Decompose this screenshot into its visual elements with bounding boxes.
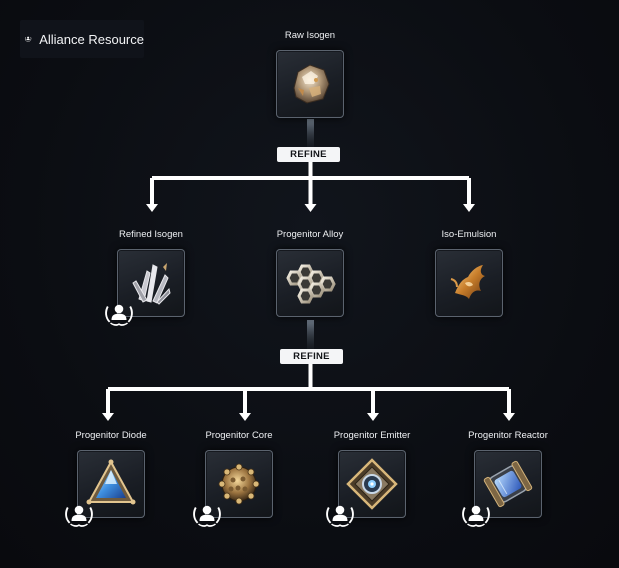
stem-progenitor-alloy [307,320,314,350]
progenitor-reactor-icon [483,460,533,508]
node-progenitor-core[interactable]: Progenitor Core [169,429,309,527]
node-refined-isogen[interactable]: Refined Isogen [81,228,221,326]
legend-label: Alliance Resource [39,31,144,47]
item-tile[interactable] [462,450,542,527]
item-tile[interactable] [105,249,185,326]
alliance-laurel-icon [462,505,490,527]
item-tile[interactable] [435,249,503,317]
item-tile[interactable] [193,450,273,527]
node-label: Progenitor Alloy [276,229,344,240]
node-iso-emulsion[interactable]: Iso-Emulsion [399,228,539,317]
arrow-progenitor-emitter [367,413,379,421]
alliance-laurel-icon [65,505,93,527]
progenitor-emitter-icon [346,458,398,510]
refine-badge-2: REFINE [280,349,343,364]
node-label: Progenitor Emitter [333,430,411,441]
node-label: Progenitor Core [205,430,273,441]
raw-isogen-icon [293,64,330,104]
item-tile[interactable] [276,50,344,118]
alliance-laurel-icon [193,505,221,527]
node-label: Progenitor Diode [75,430,147,441]
node-progenitor-alloy[interactable]: Progenitor Alloy [240,228,380,317]
node-label: Raw Isogen [284,30,336,41]
progenitor-core-icon [218,463,260,505]
node-label: Refined Isogen [119,229,183,240]
arrow-progenitor-core [239,413,251,421]
refined-isogen-icon [132,263,171,305]
node-label: Progenitor Reactor [468,430,548,441]
iso-emulsion-icon [450,265,485,299]
stem-raw-isogen [307,119,314,148]
node-progenitor-diode[interactable]: Progenitor Diode [41,429,181,527]
node-label: Iso-Emulsion [441,229,497,240]
arrow-refined-isogen [146,204,158,212]
item-tile[interactable] [276,249,344,317]
alliance-laurel-icon [326,505,354,527]
arrow-progenitor-diode [102,413,114,421]
connector-tier3 [106,363,511,416]
progenitor-diode-icon [86,459,136,505]
connector-tier2 [150,161,471,207]
node-progenitor-reactor[interactable]: Progenitor Reactor [438,429,578,527]
refine-badge-1: REFINE [277,147,340,162]
arrow-iso-emulsion [463,204,475,212]
node-progenitor-emitter[interactable]: Progenitor Emitter [302,429,442,527]
progenitor-alloy-icon [286,264,336,304]
alliance-laurel-icon [24,36,32,42]
arrow-progenitor-alloy [304,204,317,212]
arrow-progenitor-reactor [503,413,515,421]
item-tile[interactable] [65,450,145,527]
item-tile[interactable] [326,450,406,527]
alliance-laurel-icon [105,304,133,326]
alliance-resource-legend: Alliance Resource [20,20,144,58]
node-raw-isogen[interactable]: Raw Isogen [240,29,380,118]
